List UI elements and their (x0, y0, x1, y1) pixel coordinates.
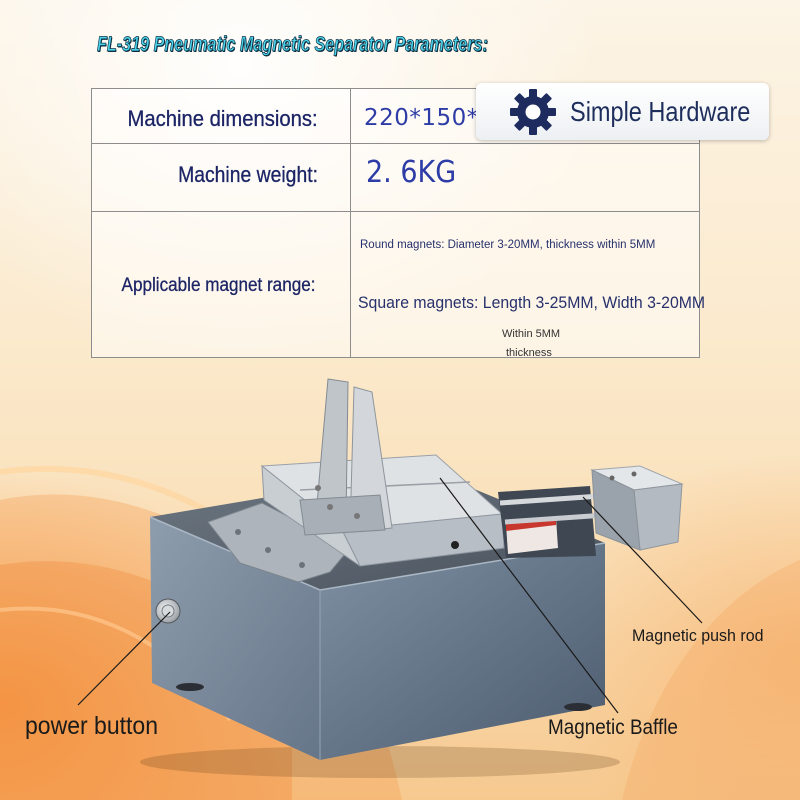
round-magnet-spec: Round magnets: Diameter 3-20MM, thicknes… (360, 239, 656, 251)
machine-shadow (140, 746, 620, 778)
rubber-foot (564, 703, 592, 711)
callout-lines (77, 477, 703, 714)
magnet-range-label: Applicable magnet range: (121, 275, 315, 296)
thickness-note-line-2: thickness (506, 347, 552, 359)
wave-band-right (622, 560, 800, 800)
page-title: FL-319 Pneumatic Magnetic Separator Para… (97, 33, 489, 57)
push-rod-callout: Magnetic push rod (632, 626, 764, 645)
table-row-divider (92, 211, 699, 212)
square-magnet-spec: Square magnets: Length 3-25MM, Width 3-2… (358, 293, 706, 312)
body-left-face (150, 517, 320, 760)
power-button-callout-line (77, 611, 171, 706)
dimensions-label: Machine dimensions: (127, 106, 318, 131)
brand-badge: Simple Hardware (476, 83, 769, 140)
brand-name: Simple Hardware (570, 96, 751, 127)
magnetic-baffle (299, 378, 393, 536)
table-row-divider (92, 143, 699, 144)
gear-icon (510, 89, 556, 135)
thickness-note-line-1: Within 5MM (502, 328, 561, 340)
baffle-callout-line (439, 477, 619, 714)
mounting-plate (207, 502, 351, 583)
push-rod-assembly (498, 465, 684, 558)
body-front-face (320, 543, 605, 760)
dimensions-value: 220*150* (364, 105, 479, 131)
table-column-divider (350, 89, 351, 357)
weight-value: 2. 6KG (366, 155, 457, 190)
baffle-callout: Magnetic Baffle (548, 716, 678, 739)
rubber-foot (176, 683, 204, 691)
push-rod-callout-line (582, 496, 703, 624)
weight-label: Machine weight: (178, 162, 318, 187)
power-button-callout: power button (25, 712, 158, 740)
power-switch (155, 598, 181, 624)
